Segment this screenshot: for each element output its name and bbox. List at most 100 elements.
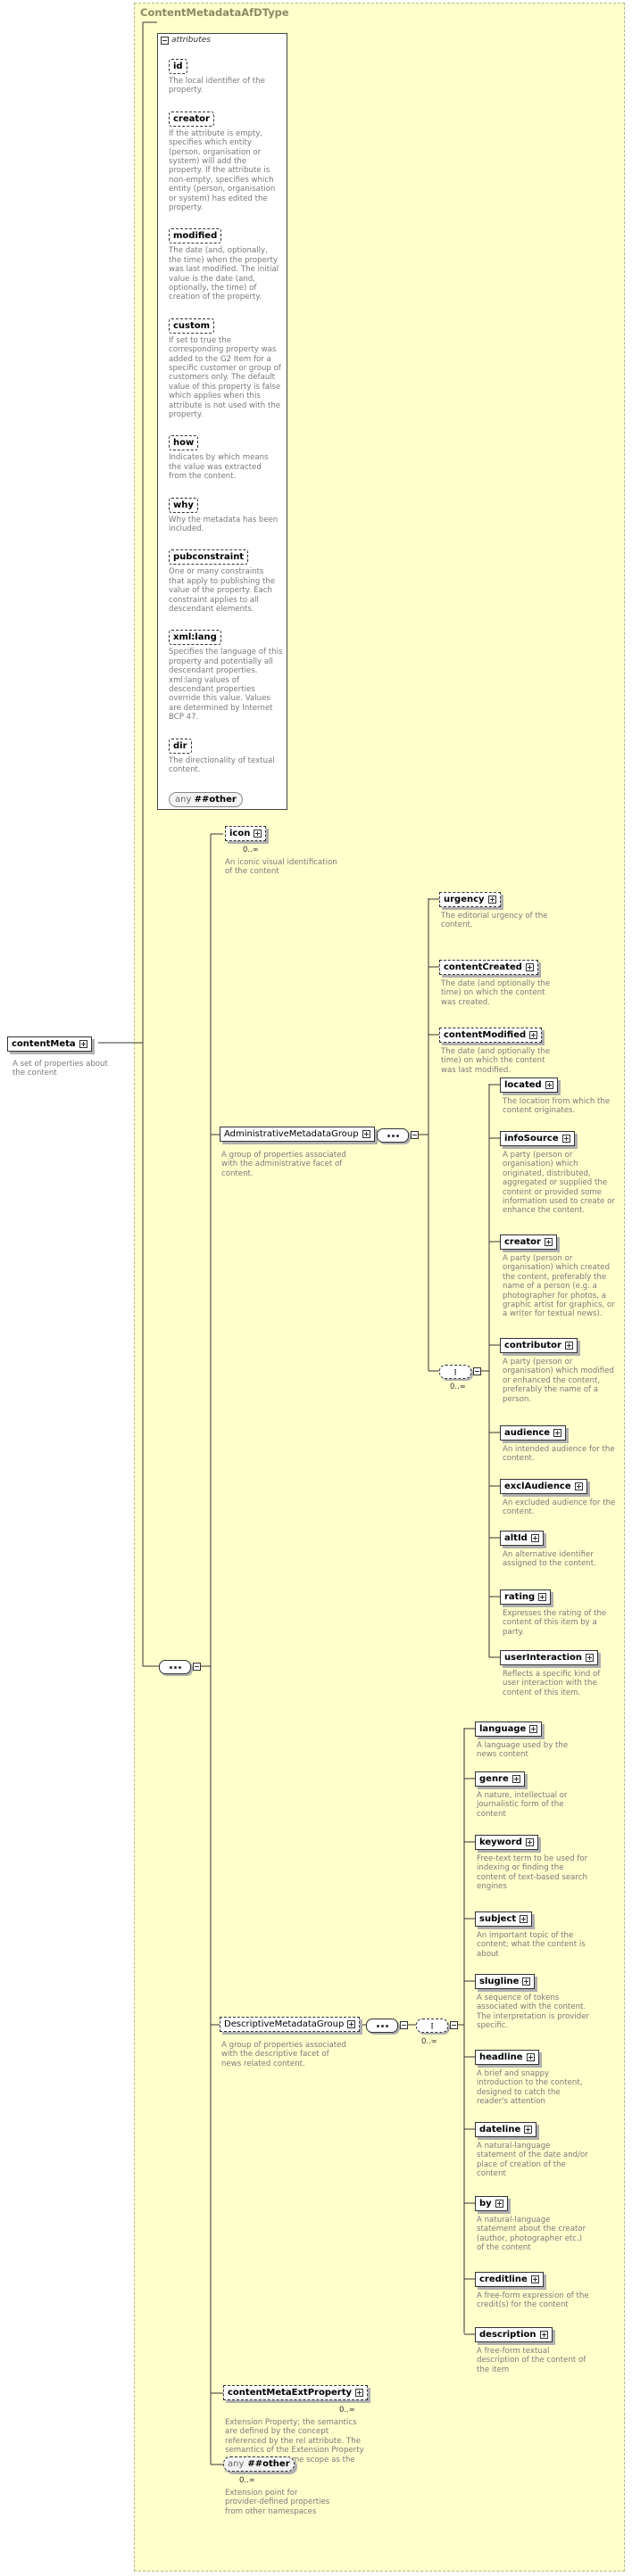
attribute-node[interactable]: id [169, 59, 187, 74]
expand-icon[interactable] [538, 1593, 547, 1601]
sequence-icon [169, 1665, 181, 1669]
descriptive-choice-genre[interactable]: genre [475, 1771, 525, 1787]
collapse-icon[interactable] [450, 2021, 458, 2029]
attribute-node[interactable]: why [169, 497, 198, 513]
expand-icon[interactable] [530, 2275, 539, 2283]
element-name: infoSource [504, 1134, 559, 1144]
any-element-node[interactable]: any##other [223, 2456, 295, 2472]
attribute-node[interactable]: pubconstraint [169, 549, 249, 566]
admin-choice-located[interactable]: located [500, 1077, 558, 1093]
descriptive-choice-dateline[interactable]: dateline [475, 2122, 537, 2137]
collapse-icon[interactable] [161, 36, 169, 45]
expand-icon[interactable] [495, 2200, 503, 2208]
expand-icon[interactable] [526, 2053, 535, 2061]
admin-item-urgency[interactable]: urgency [439, 892, 501, 907]
expand-icon[interactable] [487, 896, 496, 904]
collapse-icon[interactable] [473, 1367, 481, 1375]
description-line: content or provided some [503, 1187, 603, 1197]
descriptive-choice-headline[interactable]: headline [475, 2050, 539, 2065]
description-line: content. [169, 765, 201, 774]
admin-choice-infoSource[interactable]: infoSource [500, 1131, 575, 1146]
expand-icon[interactable] [574, 1482, 583, 1490]
admin-choice-audience[interactable]: audience [500, 1425, 567, 1441]
collapse-icon[interactable] [400, 2021, 408, 2029]
expand-icon[interactable] [530, 1534, 539, 1542]
admin-choice-exclAudience[interactable]: exclAudience [500, 1479, 587, 1494]
expand-icon[interactable] [522, 1977, 531, 1986]
admin-item-contentCreated[interactable]: contentCreated [439, 960, 538, 975]
expand-icon[interactable] [561, 1135, 570, 1143]
description-line: A language used by the [477, 1741, 569, 1750]
collapse-icon[interactable] [193, 1663, 201, 1671]
expand-icon[interactable] [362, 1130, 370, 1138]
description-line: content. [503, 1454, 535, 1464]
description-line: A group of properties associated [221, 2041, 346, 2050]
descriptive-choice-keyword[interactable]: keyword [475, 1835, 538, 1850]
admin-choice[interactable]: ⋮ [439, 1365, 481, 1379]
attribute-node[interactable]: dir [169, 738, 192, 754]
admin-choice-contributor[interactable]: contributor [500, 1338, 578, 1353]
element-contentMetaExtProperty[interactable]: contentMetaExtProperty [223, 2385, 369, 2400]
description-line: override this value. Values [169, 694, 270, 704]
expand-icon[interactable] [525, 1838, 534, 1846]
description-line: An alternative identifier [503, 1550, 594, 1559]
expand-icon[interactable] [545, 1081, 553, 1089]
description-line: creation of the property. [169, 293, 262, 302]
admin-choice-userInteraction[interactable]: userInteraction [500, 1650, 598, 1665]
content-sequence[interactable] [159, 1660, 201, 1674]
attribute-node[interactable]: custom [169, 318, 215, 334]
expand-icon[interactable] [529, 1031, 538, 1039]
admin-choice-rating[interactable]: rating [500, 1589, 552, 1605]
admin-choice-altId[interactable]: altId [500, 1531, 544, 1546]
description-line: specific customer or group of [169, 364, 281, 374]
admin-sequence[interactable] [377, 1128, 419, 1143]
element-icon[interactable]: icon [225, 826, 267, 841]
root-element-contentMeta[interactable]: contentMeta [7, 1036, 92, 1052]
expand-icon[interactable] [524, 2126, 533, 2134]
description-line: A natural-language [477, 2142, 551, 2151]
attribute-node[interactable]: xml:lang [169, 630, 221, 646]
description-line: (person, organisation or [169, 147, 262, 157]
expand-icon[interactable] [539, 2331, 548, 2339]
expand-icon[interactable] [544, 1238, 553, 1246]
element-name: audience [504, 1428, 551, 1438]
any-attribute-node[interactable]: any ##other [169, 792, 243, 808]
description-line: graphic artist for graphics, or [503, 1300, 615, 1310]
collapse-icon[interactable] [411, 1131, 419, 1139]
descriptive-choice[interactable]: ⋮ [416, 2019, 458, 2033]
expand-icon[interactable] [525, 963, 534, 971]
expand-icon[interactable] [79, 1040, 87, 1048]
admin-item-contentModified[interactable]: contentModified [439, 1028, 543, 1043]
description-line: referenced by the rel attribute. The [225, 2436, 362, 2446]
descriptive-choice-by[interactable]: by [475, 2196, 508, 2211]
attribute-node[interactable]: how [169, 435, 199, 451]
descriptive-choice-description[interactable]: description [475, 2327, 553, 2342]
expand-icon[interactable] [355, 2389, 364, 2397]
description-line: are determined by Internet [169, 703, 273, 713]
admin-choice-creator[interactable]: creator [500, 1234, 557, 1250]
descriptive-choice-slugline[interactable]: slugline [475, 1974, 536, 1989]
expand-icon[interactable] [254, 830, 262, 838]
element-name: subject [479, 1914, 517, 1924]
expand-icon[interactable] [564, 1342, 573, 1350]
admin-metadata-group[interactable]: AdministrativeMetadataGroup [220, 1127, 375, 1142]
attributes-header[interactable]: attributes [161, 36, 211, 45]
element-name: headline [479, 2052, 523, 2062]
descriptive-sequence[interactable] [366, 2019, 408, 2033]
attribute-node[interactable]: creator [169, 111, 214, 127]
descriptive-choice-creditline[interactable]: creditline [475, 2272, 544, 2287]
expand-icon[interactable] [520, 1915, 528, 1923]
descriptive-choice-language[interactable]: language [475, 1721, 543, 1737]
attribute-node[interactable]: modified [169, 228, 222, 244]
descriptive-metadata-group[interactable]: DescriptiveMetadataGroup [220, 2017, 361, 2032]
description-line: corresponding property was [169, 345, 277, 355]
expand-icon[interactable] [586, 1654, 594, 1662]
root-description: A set of properties about the content [12, 1060, 108, 1078]
descriptive-choice-subject[interactable]: subject [475, 1911, 533, 1927]
expand-icon[interactable] [553, 1429, 562, 1437]
expand-icon[interactable] [347, 2020, 356, 2028]
description-line: If the attribute is empty, [169, 128, 263, 138]
expand-icon[interactable] [529, 1725, 538, 1733]
expand-icon[interactable] [511, 1775, 520, 1783]
